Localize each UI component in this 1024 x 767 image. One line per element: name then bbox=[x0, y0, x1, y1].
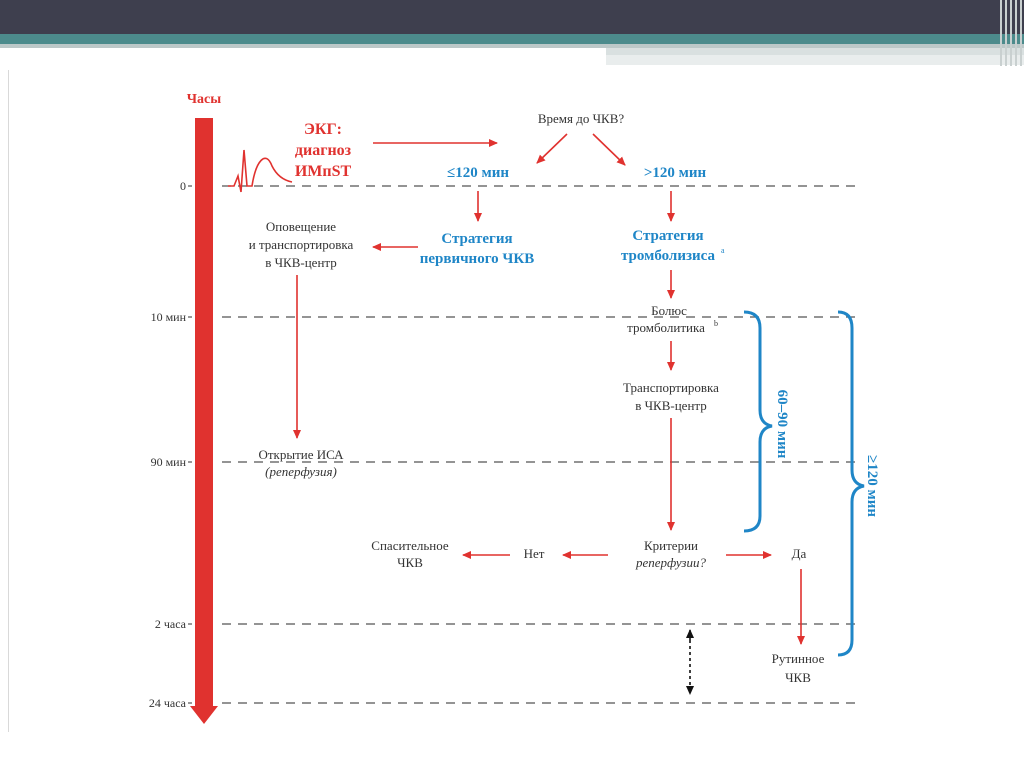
slide-corner-stripes bbox=[1000, 0, 1024, 66]
transport-line-2: в ЧКВ-центр bbox=[635, 398, 707, 413]
transport-line-1: Транспортировка bbox=[623, 380, 719, 395]
slide-grey-band-right bbox=[606, 48, 1024, 55]
branch-le120: ≤120 мин bbox=[447, 165, 509, 181]
bolus-line-1: Болюс bbox=[651, 303, 687, 318]
criteria-line-2: реперфузии? bbox=[635, 555, 707, 570]
tick-label-0: 0 bbox=[180, 179, 186, 193]
notify-line-2: и транспортировка bbox=[249, 237, 354, 252]
slide-left-border bbox=[8, 70, 9, 732]
question-text: Время до ЧКВ? bbox=[538, 111, 625, 126]
strategy-pci-line-2: первичного ЧКВ bbox=[420, 251, 535, 267]
tick-label-2h: 2 часа bbox=[155, 617, 187, 631]
time-axis-arrowhead bbox=[190, 706, 218, 724]
ecg-line-3: ИМпST bbox=[295, 163, 352, 180]
slide-light-band-right bbox=[606, 55, 1024, 65]
notify-line-3: в ЧКВ-центр bbox=[265, 255, 337, 270]
strategy-lysis-footnote: a bbox=[721, 246, 725, 255]
ecg-line-2: диагноз bbox=[295, 142, 352, 159]
strategy-lysis-line-2: тромболизиса bbox=[621, 248, 715, 264]
ira-line-1: Открытие ИСА bbox=[258, 447, 344, 462]
tick-label-24h: 24 часа bbox=[149, 696, 187, 710]
ecg-line-1: ЭКГ: bbox=[304, 121, 342, 138]
criteria-line-1: Критерии bbox=[644, 538, 698, 553]
rescue-line-2: ЧКВ bbox=[397, 555, 423, 570]
time-axis-bar bbox=[195, 118, 213, 708]
ira-line-2: (реперфузия) bbox=[265, 464, 337, 479]
tick-label-10min: 10 мин bbox=[151, 310, 187, 324]
brace-inner bbox=[743, 310, 773, 533]
strategy-pci-line-1: Стратегия bbox=[441, 231, 512, 247]
bolus-line-2: тромболитика bbox=[627, 320, 705, 335]
slide-grey-band bbox=[0, 44, 1024, 48]
brace-inner-label: 60–90 мин bbox=[774, 390, 790, 459]
slide-top-bar bbox=[0, 0, 1024, 34]
routine-line-2: ЧКВ bbox=[785, 670, 811, 685]
ecg-wave-icon bbox=[228, 149, 293, 193]
tick-label-90min: 90 мин bbox=[151, 455, 187, 469]
rescue-line-1: Спасительное bbox=[371, 538, 449, 553]
arrow-question-to-le120 bbox=[536, 133, 568, 164]
slide-teal-band bbox=[0, 34, 1024, 44]
bolus-footnote: b bbox=[714, 319, 718, 328]
yes-label: Да bbox=[792, 546, 807, 561]
notify-line-1: Оповещение bbox=[266, 219, 336, 234]
brace-outer-label: ≥120 мин bbox=[864, 455, 880, 517]
time-axis-title: Часы bbox=[187, 92, 221, 107]
brace-outer bbox=[837, 310, 865, 657]
no-label: Нет bbox=[524, 546, 545, 561]
routine-line-1: Рутинное bbox=[772, 651, 825, 666]
strategy-lysis-line-1: Стратегия bbox=[632, 228, 703, 244]
arrow-question-to-gt120 bbox=[592, 133, 626, 166]
branch-gt120: >120 мин bbox=[644, 165, 707, 181]
